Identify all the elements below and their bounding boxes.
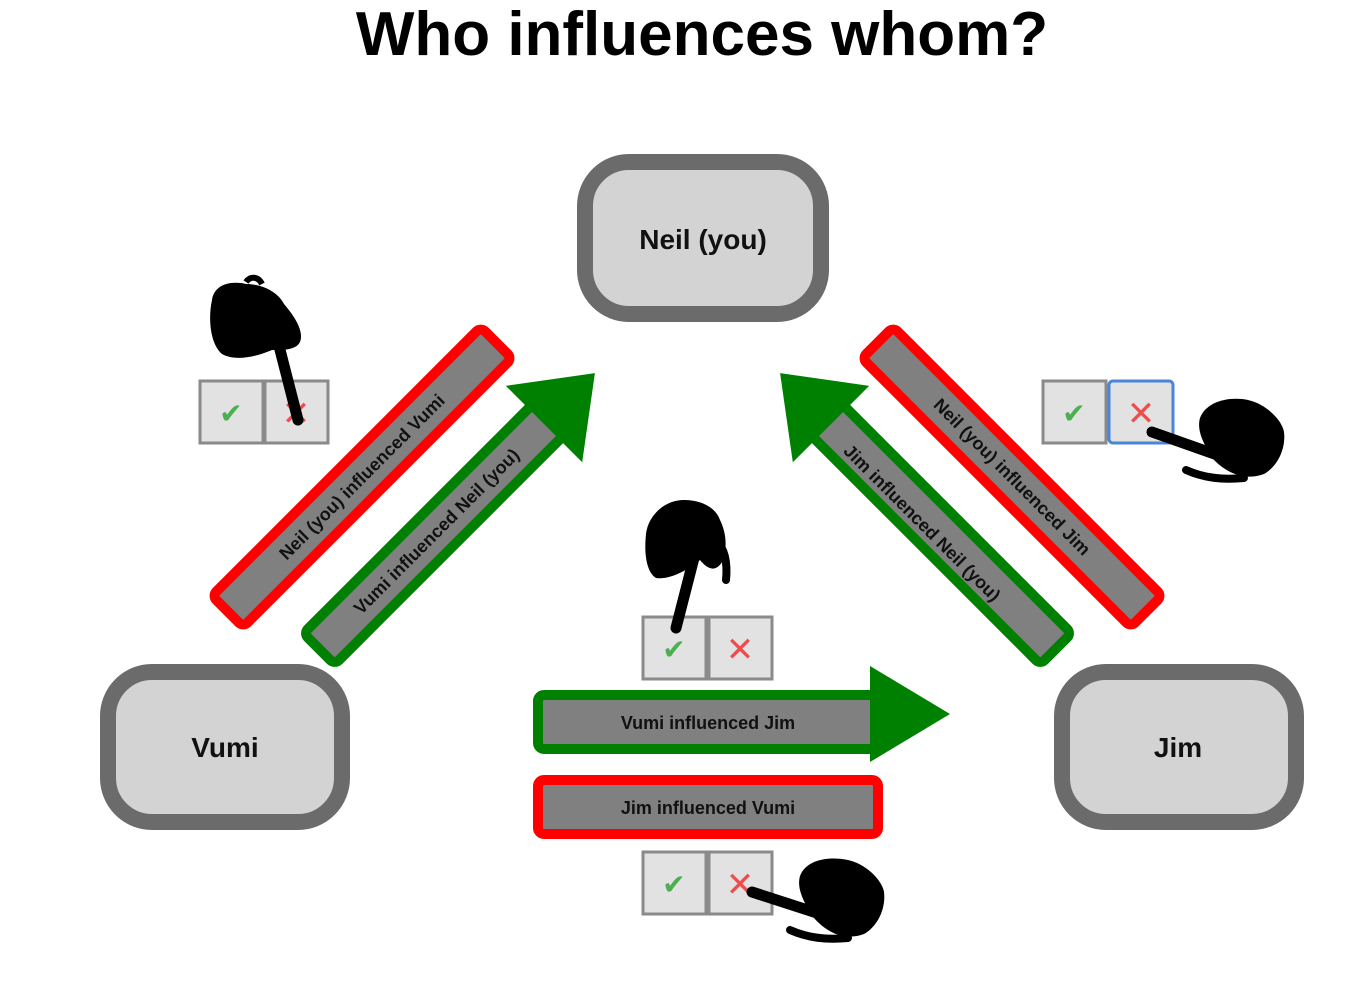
check-icon: ✔ xyxy=(662,868,685,901)
accept-button[interactable]: ✔ xyxy=(1041,379,1108,445)
edge-vumi-influenced-jim[interactable]: Vumi influenced Jim xyxy=(533,666,950,762)
cross-icon: ✕ xyxy=(726,630,755,670)
accept-button[interactable]: ✔ xyxy=(641,850,708,916)
cross-icon: ✕ xyxy=(726,865,755,905)
pointing-hand-icon xyxy=(746,858,885,943)
vote-buttons-vumi-jim: ✔ ✕ xyxy=(641,615,774,681)
accept-button[interactable]: ✔ xyxy=(198,379,265,445)
arrow-head xyxy=(780,373,870,463)
page-title: Who influences whom? xyxy=(356,0,1048,69)
check-icon: ✔ xyxy=(219,397,242,430)
pointing-hand-icon xyxy=(210,274,304,426)
vote-buttons-jim-vumi: ✔ ✕ xyxy=(641,850,774,916)
edge-jim-influenced-vumi[interactable]: Jim influenced Vumi xyxy=(533,775,883,839)
reject-button[interactable]: ✕ xyxy=(707,615,774,681)
node-label: Jim xyxy=(1154,732,1202,763)
check-icon: ✔ xyxy=(662,633,685,666)
node-neil[interactable]: Neil (you) xyxy=(577,154,829,322)
node-jim[interactable]: Jim xyxy=(1054,664,1304,830)
edge-label: Vumi influenced Jim xyxy=(621,713,795,733)
reject-button[interactable]: ✕ xyxy=(707,850,774,916)
node-label: Vumi xyxy=(191,732,258,763)
vote-buttons-neil-jim: ✔ ✕ xyxy=(1041,379,1175,445)
arrow-head xyxy=(505,373,595,463)
arrow-head xyxy=(870,666,950,762)
node-label: Neil (you) xyxy=(639,224,767,255)
edge-label: Jim influenced Vumi xyxy=(621,798,795,818)
reject-button[interactable]: ✕ xyxy=(1107,379,1175,445)
check-icon: ✔ xyxy=(1062,397,1085,430)
node-vumi[interactable]: Vumi xyxy=(100,664,350,830)
vote-buttons-neil-vumi: ✔ ✕ xyxy=(198,379,330,445)
pointing-hand-icon xyxy=(645,500,731,634)
pointing-hand-icon xyxy=(1146,398,1285,483)
edge-jim-influenced-neil[interactable] xyxy=(742,335,1094,687)
